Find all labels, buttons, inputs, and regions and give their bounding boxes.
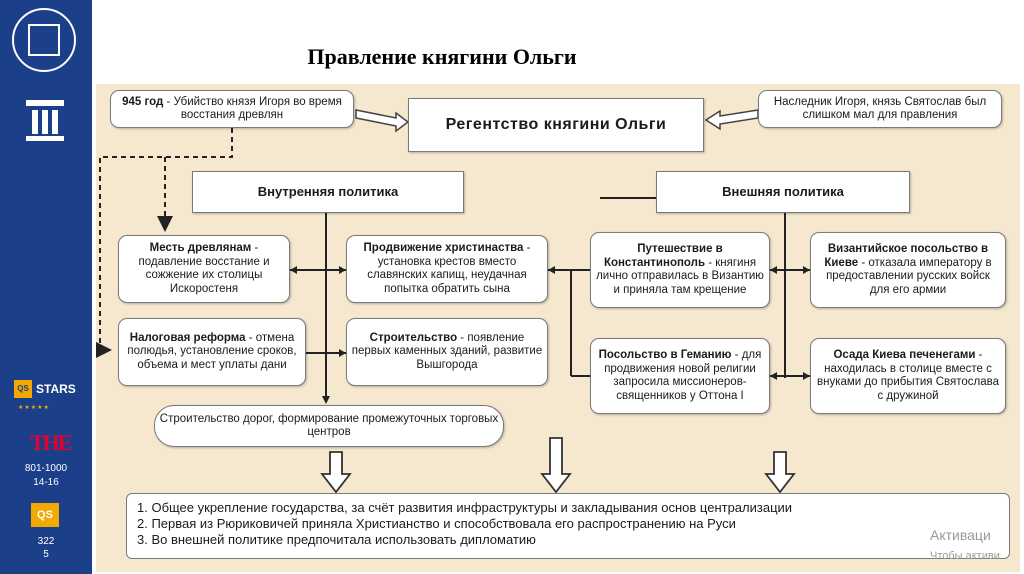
internal-policy-title: Внутренняя политика	[257, 184, 399, 200]
siege-box: Осада Киева печенегами - находилась в ст…	[810, 338, 1006, 414]
germany-embassy-title: Посольство в Геманию	[598, 349, 732, 361]
construction-text: - появление первых каменных зданий, разв…	[351, 331, 543, 371]
conclusions-box: 1. Общее укрепление государства, за счёт…	[126, 493, 1010, 559]
revenge-title: Месть древлянам	[149, 242, 252, 254]
tax-reform-box: Налоговая реформа - отмена полюдья, уста…	[118, 318, 306, 386]
constantinople-title: Путешествие в Константинополь	[603, 243, 723, 269]
column-logo-icon	[26, 100, 64, 141]
the-ranking-logo: THE	[30, 430, 72, 455]
qs-rank-number: 322	[37, 536, 55, 547]
regency-title: Регентство княгини Ольги	[445, 116, 667, 133]
conclusion-item: 3. Во внешней политике предпочитала испо…	[137, 532, 536, 547]
christianity-title: Продвижение христинаства	[363, 242, 524, 254]
byzantine-embassy-text: - отказала императору в предоставлении р…	[826, 256, 992, 296]
activation-watermark-sub: Чтобы активи	[930, 550, 1000, 562]
the-rank-range: 801-1000	[24, 463, 68, 474]
conclusion-item: 1. Общее укрепление государства, за счёт…	[137, 500, 793, 515]
qs-rank-number-2: 5	[43, 549, 49, 560]
activation-watermark: Активаци	[930, 527, 991, 543]
stars-row-icon: ★★★★★	[18, 405, 50, 411]
tax-reform-text: - отмена полюдья, установление сроков, о…	[127, 331, 297, 371]
byzantine-embassy-title: Византийское посольство в Киеве	[824, 243, 989, 269]
qs-ranking-logo: QS	[31, 503, 59, 527]
event-945-year: 945 год	[122, 95, 164, 108]
roads-text: Строительство дорог, формирование промеж…	[159, 412, 499, 439]
germany-embassy-text: - для продвижения новой религии запросил…	[604, 349, 762, 402]
qs-mini-label: QS	[14, 380, 32, 398]
external-policy-title: Внешняя политика	[722, 184, 844, 200]
event-945-box: 945 год - Убийство князя Игоря во время …	[110, 90, 354, 128]
revenge-box: Месть древлянам - подавление восстание и…	[118, 235, 290, 303]
tax-reform-title: Налоговая реформа	[129, 331, 246, 344]
germany-embassy-box: Посольство в Геманию - для продвижения н…	[590, 338, 770, 414]
christianity-box: Продвижение христинаства - установка кре…	[346, 235, 548, 303]
construction-box: Строительство - появление первых каменны…	[346, 318, 548, 386]
regency-box: Регентство княгини Ольги	[408, 98, 704, 152]
stars-label: STARS	[36, 382, 76, 396]
roads-box: Строительство дорог, формирование промеж…	[154, 405, 504, 447]
revenge-text: - подавление восстание и сожжение их сто…	[138, 242, 270, 295]
sidebar: QS STARS ★★★★★ THE 801-1000 14-16 QS 322…	[0, 0, 92, 574]
page-title: Правление княгини Ольги	[307, 44, 577, 69]
the-rank-range-2: 14-16	[33, 477, 59, 488]
stars-rating-badge: QS STARS ★★★★★	[14, 380, 80, 416]
christianity-text: - установка крестов вместо славянских ка…	[367, 242, 531, 295]
university-emblem-icon	[12, 8, 76, 72]
heir-box: Наследник Игоря, князь Святослав был сли…	[758, 90, 1002, 128]
constantinople-box: Путешествие в Константинополь - княгиня …	[590, 232, 770, 308]
external-policy-box: Внешняя политика	[656, 171, 910, 213]
event-945-text: - Убийство князя Игоря во время восстани…	[163, 95, 342, 122]
heir-text: Наследник Игоря, князь Святослав был сли…	[773, 95, 987, 122]
siege-text: - находилась в столице вместе с внуками …	[816, 349, 999, 402]
siege-title: Осада Киева печенегами	[833, 349, 976, 361]
internal-policy-box: Внутренняя политика	[192, 171, 464, 213]
construction-title: Строительство	[369, 331, 458, 344]
byzantine-embassy-box: Византийское посольство в Киеве - отказа…	[810, 232, 1006, 308]
conclusion-item: 2. Первая из Рюриковичей приняла Христиа…	[137, 516, 736, 531]
constantinople-text: - княгиня лично отправилась в Византию и…	[596, 256, 764, 296]
